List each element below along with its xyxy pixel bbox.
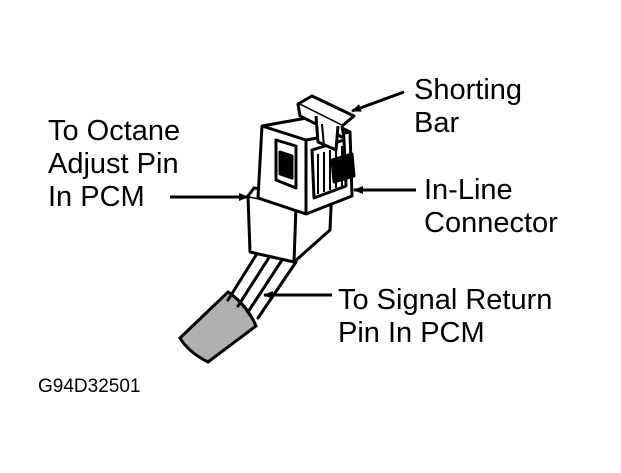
shorting-bar-leader <box>351 90 405 113</box>
shorting-bar-label: Shorting Bar <box>414 74 522 140</box>
inline-connector-label-line-1: In-Line <box>424 174 513 206</box>
shorting-bar-label-line-2: Bar <box>414 107 460 139</box>
leader-lines <box>170 90 416 299</box>
octane-adjust-label-line-3: In PCM <box>48 181 145 213</box>
octane-adjust-label: To Octane Adjust Pin In PCM <box>48 115 180 214</box>
shorting-bar <box>296 94 356 152</box>
octane-adjust-label-line-1: To Octane <box>48 115 181 147</box>
inline-connector-label-line-2: Connector <box>424 207 558 239</box>
inline-connector-label: In-Line Connector <box>424 174 558 240</box>
figure-id: G94D32501 <box>38 376 141 397</box>
signal-return-label: To Signal Return Pin In PCM <box>338 284 552 350</box>
octane-adjust-label-line-2: Adjust Pin <box>48 148 179 180</box>
signal-return-label-line-1: To Signal Return <box>338 284 553 316</box>
shorting-bar-label-line-1: Shorting <box>414 74 523 106</box>
signal-return-label-line-2: Pin In PCM <box>338 317 485 349</box>
cable-jacket <box>178 290 258 364</box>
wire-leads <box>226 250 298 320</box>
